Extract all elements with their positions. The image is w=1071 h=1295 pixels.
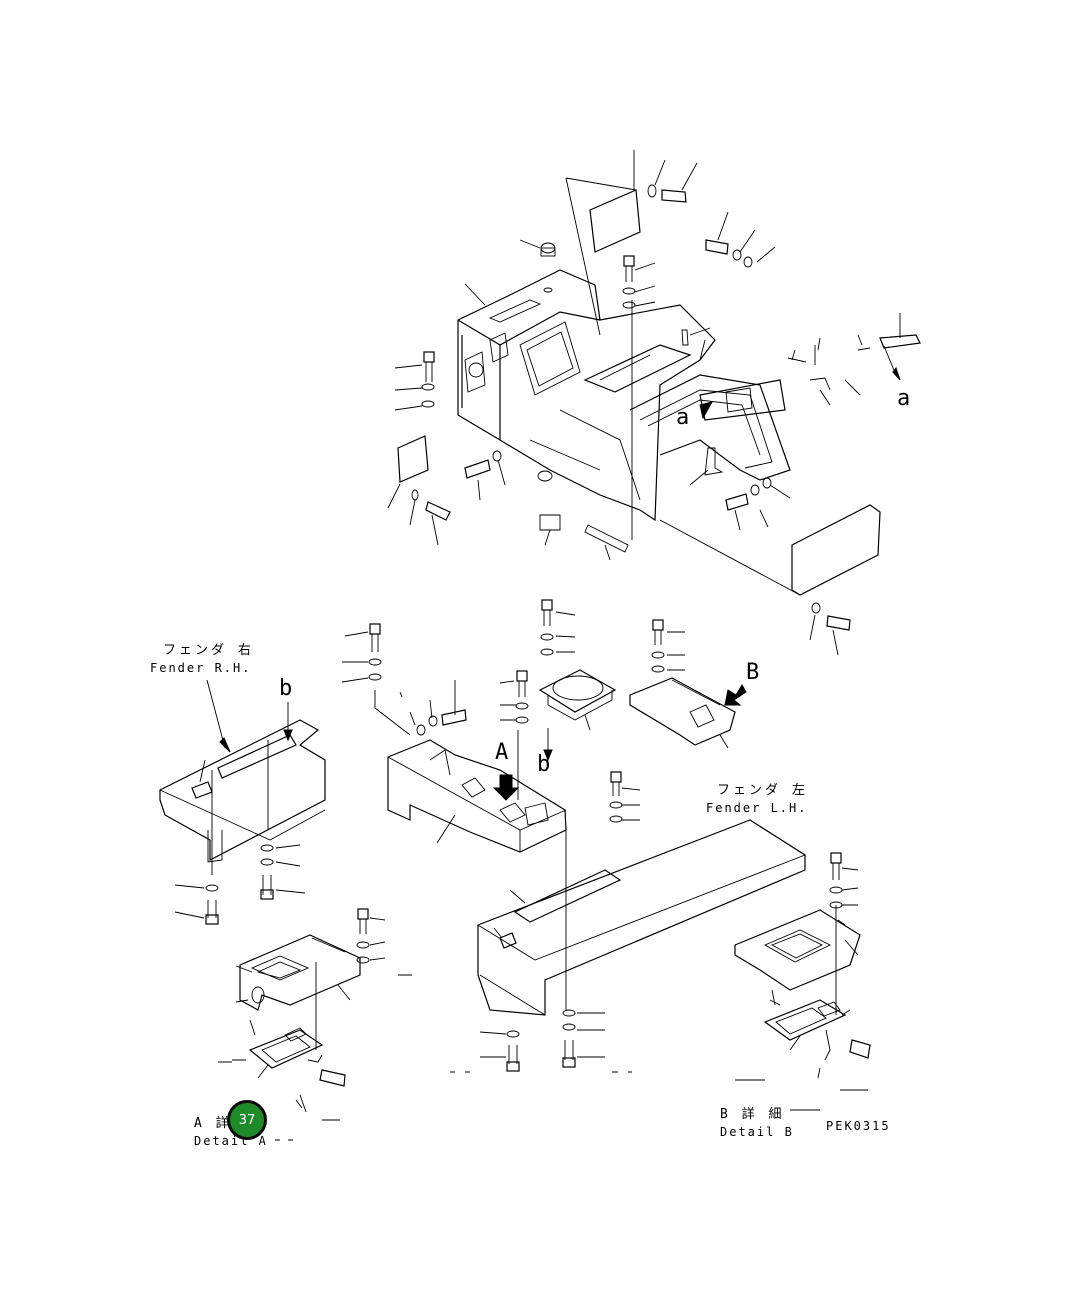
ref-b-left-label: b: [279, 676, 293, 701]
detail-b-en-label: Detail B: [720, 1125, 794, 1139]
view-a-label: A: [495, 740, 509, 765]
ref-a-lower-label: a: [676, 405, 690, 430]
view-b-label: B: [746, 660, 760, 685]
ref-b-mid-label: b: [537, 752, 551, 777]
floor-assembly: [159, 599, 806, 1072]
detail-b-illustration: [734, 852, 871, 1111]
fender-lh-jp-label: フェンダ 左: [717, 783, 808, 798]
detail-a-illustration: [232, 908, 412, 1121]
detail-a-en-label: Detail A: [194, 1134, 268, 1148]
page-number-badge[interactable]: 37: [227, 1100, 267, 1140]
bolt-group-upper: [411, 184, 851, 631]
frame-assembly: [387, 150, 921, 656]
fender-rh-jp-label: フェンダ 右: [163, 643, 254, 658]
ref-a-upper-label: a: [897, 386, 911, 411]
fender-lh-en-label: Fender L.H.: [706, 801, 808, 815]
bolt-group-middle: [205, 599, 665, 1072]
fender-rh-en-label: Fender R.H.: [150, 661, 252, 675]
detail-b-jp-label: B 詳 細: [720, 1107, 785, 1122]
detail-a-jp-label: A 詳: [194, 1116, 232, 1131]
drawing-code-label: PEK0315: [826, 1119, 891, 1133]
